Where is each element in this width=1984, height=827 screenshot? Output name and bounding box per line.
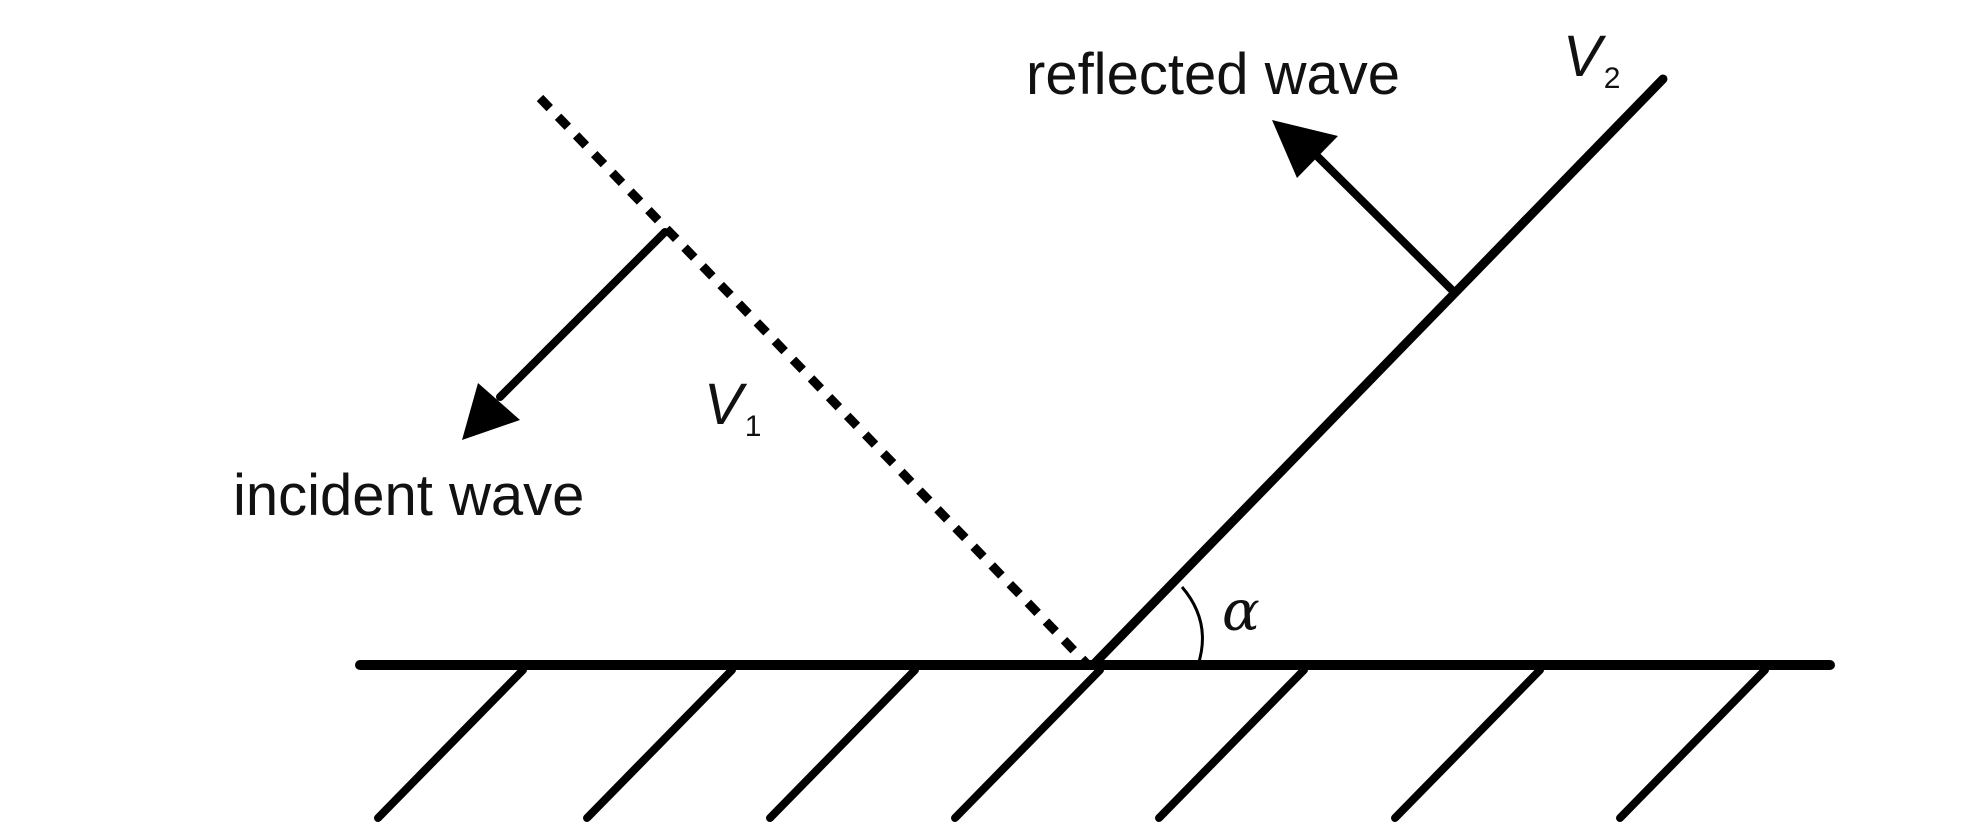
incident-wave-label: incident wave bbox=[233, 463, 584, 528]
hatch-mark bbox=[1616, 666, 1769, 822]
reflected-arrow-head bbox=[1272, 120, 1338, 178]
v1-label: V1 bbox=[704, 372, 761, 443]
ground-hatching bbox=[374, 666, 1769, 822]
angle-arc bbox=[1180, 586, 1204, 666]
v1-subscript: 1 bbox=[745, 410, 762, 443]
hatch-mark bbox=[1155, 666, 1308, 822]
hatch-mark bbox=[1391, 666, 1544, 822]
v2-symbol: V bbox=[1563, 24, 1607, 89]
incident-wavefront bbox=[536, 94, 1092, 669]
v2-subscript: 2 bbox=[1604, 62, 1621, 95]
reflected-wave-label: reflected wave bbox=[1026, 42, 1400, 107]
reflected-wavefront bbox=[1088, 74, 1668, 670]
incident-arrow-head bbox=[462, 383, 520, 440]
hatch-mark bbox=[951, 666, 1104, 822]
ground-surface bbox=[355, 660, 1835, 822]
incident-direction-arrow bbox=[462, 228, 669, 440]
v2-label: V2 bbox=[1563, 24, 1620, 95]
hatch-mark bbox=[583, 666, 736, 822]
v1-symbol: V bbox=[704, 372, 748, 437]
hatch-mark bbox=[766, 666, 919, 822]
hatch-mark bbox=[374, 666, 527, 822]
reflected-arrow-shaft bbox=[1314, 153, 1456, 294]
reflected-direction-arrow bbox=[1272, 120, 1456, 294]
incident-arrow-shaft bbox=[496, 228, 669, 401]
angle-alpha-label: α bbox=[1222, 579, 1260, 644]
